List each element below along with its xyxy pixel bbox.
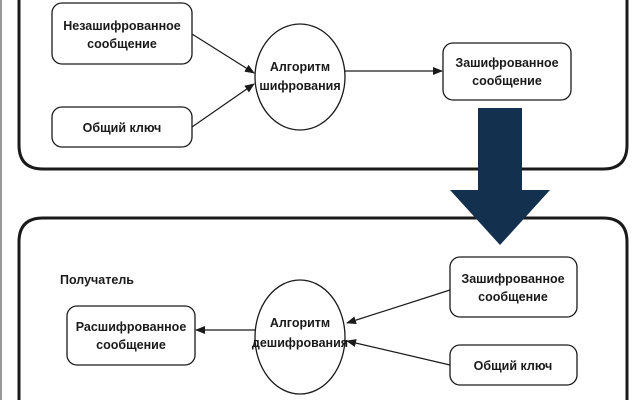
shared-key-node-receiver: Общий ключ [449, 344, 578, 386]
algorithm-line2: шифрования [259, 79, 340, 93]
shared-key-label: Общий ключ [474, 359, 553, 373]
decrypted-line1: Расшифрованное [76, 320, 187, 334]
encrypted-message-node-receiver: Зашифрованное сообщение [449, 256, 578, 318]
encrypted-message-node-sender: Зашифрованное сообщение [442, 42, 572, 101]
arrow-key-to-algorithm [191, 83, 255, 128]
receiver-panel [17, 216, 629, 400]
encrypted-line2: сообщение [478, 290, 548, 304]
algorithm-line1: Алгоритм [270, 60, 330, 74]
decryption-algorithm-node: Алгоритм дешифрования [252, 279, 348, 395]
decrypted-line2: сообщение [96, 338, 166, 352]
algorithm-line1: Алгоритм [270, 316, 330, 330]
plain-message-line1: Незашифрованное [63, 19, 180, 33]
shared-key-node-sender: Общий ключ [51, 106, 193, 148]
arrow-plain-to-algorithm [191, 33, 255, 74]
encrypted-line2: сообщение [472, 74, 542, 88]
decrypted-message-node: Расшифрованное сообщение [66, 305, 196, 366]
plain-message-node: Незашифрованное сообщение [51, 2, 193, 65]
encryption-algorithm-node: Алгоритм шифрования [254, 23, 346, 131]
encrypted-line1: Зашифрованное [455, 56, 558, 70]
arrow-encrypted-to-algorithm [346, 289, 451, 325]
receiver-label: Получатель [60, 273, 134, 287]
transfer-arrow-icon [450, 108, 550, 245]
shared-key-label: Общий ключ [83, 121, 162, 135]
encrypted-line1: Зашифрованное [461, 272, 564, 286]
algorithm-line2: дешифрования [252, 336, 348, 350]
plain-message-line2: сообщение [87, 37, 157, 51]
sender-panel [17, 0, 629, 171]
arrow-key-to-algorithm [346, 339, 451, 366]
